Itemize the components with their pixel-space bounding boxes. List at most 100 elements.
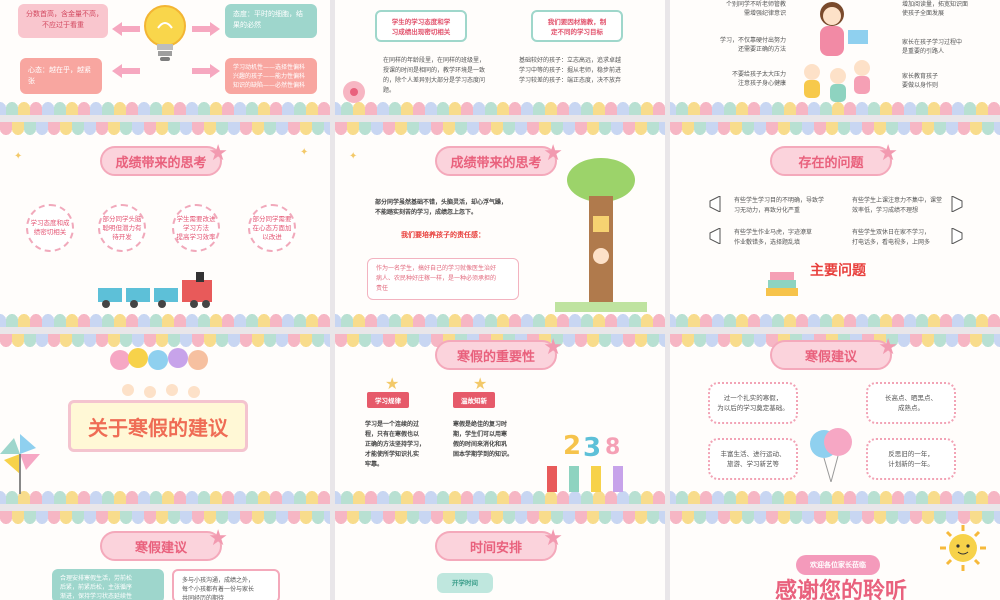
advice-left-3: 不要给孩子太大压力 注意孩子身心健康 [731,71,786,87]
slide-title: 寒假建议 [804,349,857,365]
problem-3: 有些学生作业马虎，字迹潦草 作业敷错多，选择题乱填 [734,229,813,246]
megaphone-icon [951,228,963,244]
slide-title-ribbon: 时间安排 ★ [435,526,563,561]
teacher-children-illustration [804,2,870,102]
star-icon: ★ [473,374,488,393]
bunting-border [335,122,665,136]
balloons-icon [810,428,852,482]
slide-title: 寒假的重要性 [456,349,535,365]
bunting-border [335,511,665,525]
megaphone-icon [709,228,721,244]
bunting-border [0,313,330,327]
slide-r3c0[interactable]: 寒假建议 ★ 合理安排寒假生活，劳前松 后紧，前紧后松，主张循序 渐进，保持学习… [0,511,330,600]
star-icon: ★ [543,526,563,551]
slide-r1c0[interactable]: ✦ ✦ 成绩带来的思考 ★ 学习态度和成 绩密切相关 部分同学头脑 聪明但潜力有… [0,122,330,327]
slide-r0c1[interactable]: 学生的学习态度和学 习成绩出现密切相关 我们要因材施教，制 定不同的学习目标 在… [335,0,665,115]
paragraph-left: 学习是一个连续的过 程，只有在寒假也以 正确的方法坚持学习， 才能使所学知识扎实… [365,421,426,468]
advice-right-3: 家长教育孩子 要做以身作则 [902,73,939,89]
svg-text:8: 8 [605,435,620,460]
bunting-border [0,101,330,115]
star-icon: ★ [208,526,228,551]
stacked-books-icon [766,272,798,296]
sparkle-icon: ✦ [349,151,358,162]
paragraph: 部分同学虽然基础不错，头脑灵活，却心浮气躁， 不能踏实刻苦的学习，成绩忽上忽下。 [375,199,508,216]
slide-title-ribbon: 寒假建议 ★ [100,526,228,561]
star-icon: ★ [208,141,228,166]
lightbulb-icon [144,5,186,61]
bunting-border [670,511,1000,525]
sparkle-icon: ✦ [300,147,309,158]
suggestion-box-1: 过一个扎实的寒假， 为以后的学习奠定基础。 [708,382,798,424]
slide-title-ribbon: 存在的问题 ★ [770,141,898,176]
suggestion-box-right: 多与小孩沟通，成绩之外， 每个小孩都有着一份与家长 共同经历的期待 [172,569,280,600]
slide-r1c2[interactable]: 存在的问题 ★ 有些学生学习目的不明确，导致学 习无动力，再致分化严重 有些学生… [670,122,1000,327]
advice-left-1: 个别同学不听老师管教 需增强纪律意识 [725,1,786,17]
problem-4: 有些学生双休日在家不学习， 打电话多，看电视多，上网多 [852,229,931,246]
section-title: 关于寒假的建议 [68,400,248,452]
thought-circle-4: 部分同学需要 在心态方面加 以改进 [248,204,296,252]
welcome-banner: 欢迎各位家长莅临 [796,555,880,575]
summary-box-bottom-right: 学习动机性——选择性偏科 兴趣的孩子——能力性偏科 知识的缺陷——必然性偏科 [225,58,317,94]
slide-r0c2[interactable]: 个别同学不听老师管教 需增强纪律意识 学习，不仅靠硬付出努力 还需要正确的方法 … [670,0,1000,115]
numbers-kids-illustration: 2 3 8 [547,431,623,492]
thank-you-title: 感谢您的聆听 [774,579,907,600]
bunting-border [0,511,330,525]
paragraph-right: 寒假是绝佳的复习时 期，学生们可以用寒 假的时间来消化和巩 固本学期学到的知识。 [453,421,514,458]
paragraph-right: 基础较好的孩子：立志高远，追求卓越 学习中等的孩子：掘从老师，稳步前进 学习较差… [519,57,622,84]
arrow-right-icon [192,22,220,36]
tag-start-date: 开学时间 [437,573,493,593]
arrow-left-icon [112,64,140,78]
toy-train-illustration [98,272,212,308]
bunting-border [670,490,1000,504]
bunting-border [0,122,330,136]
slide-title-ribbon: 成绩带来的思考 ★ [435,141,563,176]
sparkle-icon: ✦ [14,151,23,162]
bunting-border [670,122,1000,136]
slide-title: 时间安排 [469,540,522,556]
bunting-border [670,313,1000,327]
thought-bubble-left: 学生的学习态度和学 习成绩出现密切相关 [375,10,467,42]
advice-left-2: 学习，不仅靠硬付出努力 还需要正确的方法 [719,37,786,53]
slide-r3c1[interactable]: 时间安排 ★ 开学时间 [335,511,665,600]
suggestion-box-3: 丰富生活、进行运动、 旅游、学习新艺等 [708,438,798,480]
subtitle: 我们要培养孩子的责任感： [401,231,485,239]
advice-right-1: 增加阅读量，拓宽知识面 使孩子全面发展 [902,1,969,17]
suggestion-box-4: 反思旧的一年， 计划新的一年。 [866,438,956,480]
star-icon: ★ [385,374,400,393]
slide-title: 成绩带来的思考 [115,155,207,171]
bunting-border [0,334,330,348]
slide-r2c1[interactable]: 寒假的重要性 ★ ★ 学习规律 ★ 温故知新 学习是一个连续的过 程，只有在寒假… [335,334,665,504]
main-problems-title: 主要问题 [810,263,866,279]
paragraph-left: 在同样的年龄段里，在同样的班级里， 授课的时间是相同的，教学环境是一致 的，除个… [383,57,486,94]
megaphone-icon [709,196,721,212]
svg-text:3: 3 [583,433,601,463]
advice-right-2: 家长在孩子学习过程中 是重要的引路人 [902,39,963,55]
svg-text:2: 2 [563,431,581,461]
slide-title: 成绩带来的思考 [450,155,542,171]
megaphone-icon [951,196,963,212]
suggestion-box-left: 合理安排寒假生活，劳前松 后紧，前紧后松，主张循序 渐进，保持学习状态延续性 [52,569,164,600]
tag-right: 温故知新 [453,392,495,408]
slide-title-ribbon: 寒假建议 ★ [770,335,898,370]
slide-r2c2[interactable]: 寒假建议 ★ 过一个扎实的寒假， 为以后的学习奠定基础。 长高点、晒黑点、 成熟… [670,334,1000,504]
summary-box-bottom-left: 心态：越在乎，越紧张 [20,58,102,94]
slide-r2c0[interactable]: 关于寒假的建议 [0,334,330,504]
bunting-border [0,490,330,504]
suggestion-box-2: 长高点、晒黑点、 成熟点。 [866,382,956,424]
arrow-right-icon [192,64,220,78]
bunting-border [335,101,665,115]
slide-r1c1[interactable]: ✦ 成绩带来的思考 ★ 部分同学虽然基础不错，头脑灵活，却心浮气躁， 不能踏实刻… [335,122,665,327]
slide-title: 存在的问题 [798,155,864,171]
slide-r0c0[interactable]: 分数首高，含金量不高， 不应过于看重 态度：平时的细胞，结 果的必然 心态：越在… [0,0,330,115]
star-icon: ★ [878,335,898,360]
star-icon: ★ [543,335,563,360]
slide-r3c2[interactable]: 欢迎各位家长莅临 感谢您的聆听 [670,511,1000,600]
star-icon: ★ [543,141,563,166]
slide-title-ribbon: 成绩带来的思考 ★ [100,141,228,176]
thought-circle-1: 学习态度和成 绩密切相关 [26,204,74,252]
star-icon: ★ [878,141,898,166]
sun-icon [940,525,986,571]
pinwheel-icon [0,434,40,494]
arrow-left-icon [112,22,140,36]
